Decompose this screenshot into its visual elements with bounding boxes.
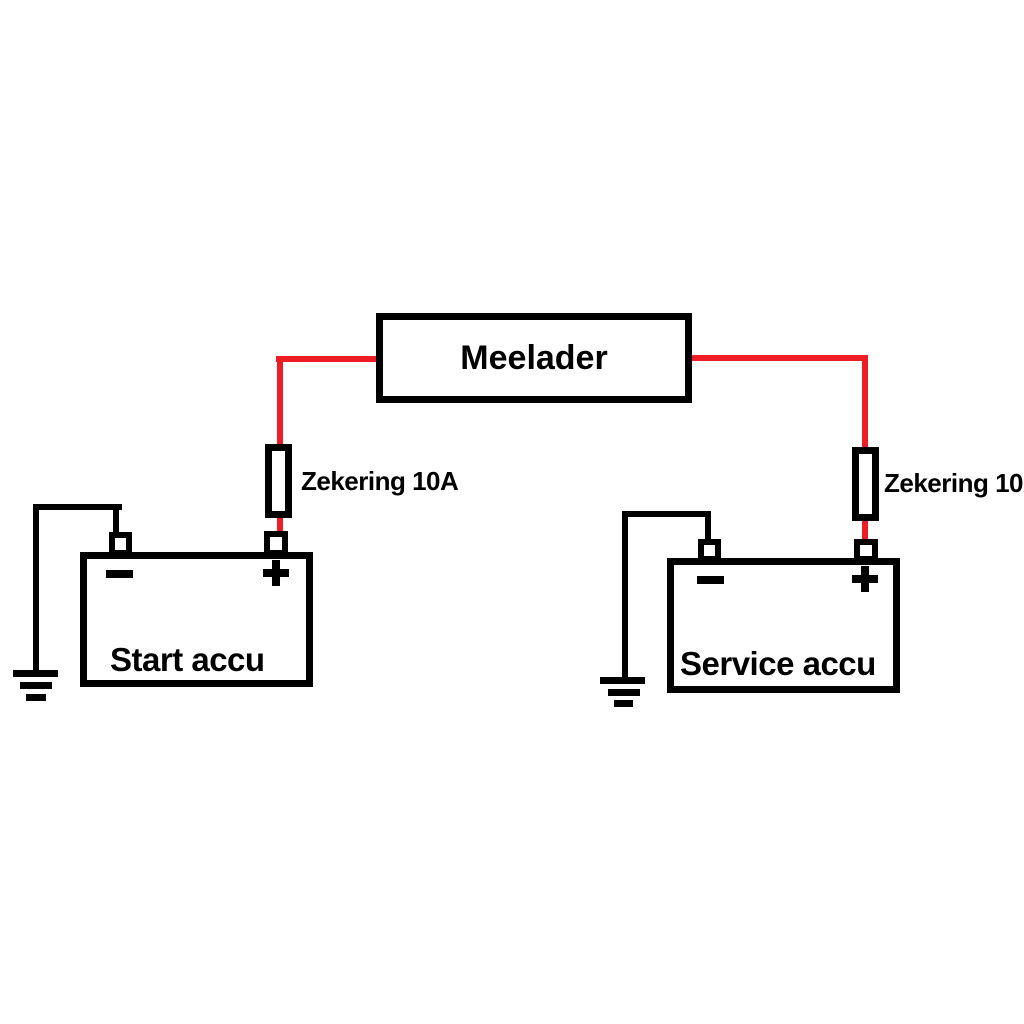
positive-wire-right-vertical-lower <box>862 516 868 544</box>
ground-bar-narrow <box>26 694 46 701</box>
charger-box: Meelader <box>376 313 692 403</box>
ground-bar-wide <box>600 677 645 684</box>
fuse-right <box>852 447 879 521</box>
ground-bar-wide <box>13 670 58 677</box>
plus-vertical-bar <box>861 566 869 592</box>
battery-service-negative-terminal <box>698 539 721 562</box>
plus-symbol <box>263 560 289 586</box>
positive-wire-left-vertical-lower <box>277 514 283 538</box>
battery-service-label: Service accu <box>680 645 876 682</box>
positive-wire-right-vertical-upper <box>862 355 868 452</box>
ground-wire-right-horizontal <box>622 511 711 517</box>
plus-symbol <box>852 566 878 592</box>
ground-bar-medium <box>608 689 640 696</box>
battery-service-positive-terminal <box>854 539 878 562</box>
ground-wire-right-vertical-down <box>622 511 628 680</box>
ground-bar-narrow <box>614 700 633 707</box>
ground-wire-right-to-terminal <box>705 511 711 543</box>
plus-vertical-bar <box>272 560 280 586</box>
positive-wire-left-horizontal <box>276 356 380 362</box>
minus-symbol <box>697 576 724 584</box>
ground-wire-left-horizontal <box>33 504 122 510</box>
charger-label: Meelader <box>460 338 608 377</box>
fuse-left <box>265 444 292 518</box>
positive-wire-right-horizontal <box>688 355 868 361</box>
positive-wire-left-vertical-upper <box>277 356 283 448</box>
ground-wire-left-vertical-down <box>33 504 39 672</box>
ground-bar-medium <box>20 682 52 689</box>
fuse-right-label: Zekering 10A <box>884 468 1024 498</box>
ground-wire-left-to-terminal <box>113 504 119 536</box>
fuse-left-label: Zekering 10A <box>301 466 459 496</box>
battery-start-label: Start accu <box>110 641 265 678</box>
battery-start-positive-terminal <box>264 531 288 556</box>
battery-start-negative-terminal <box>109 532 132 556</box>
minus-symbol <box>106 570 133 578</box>
